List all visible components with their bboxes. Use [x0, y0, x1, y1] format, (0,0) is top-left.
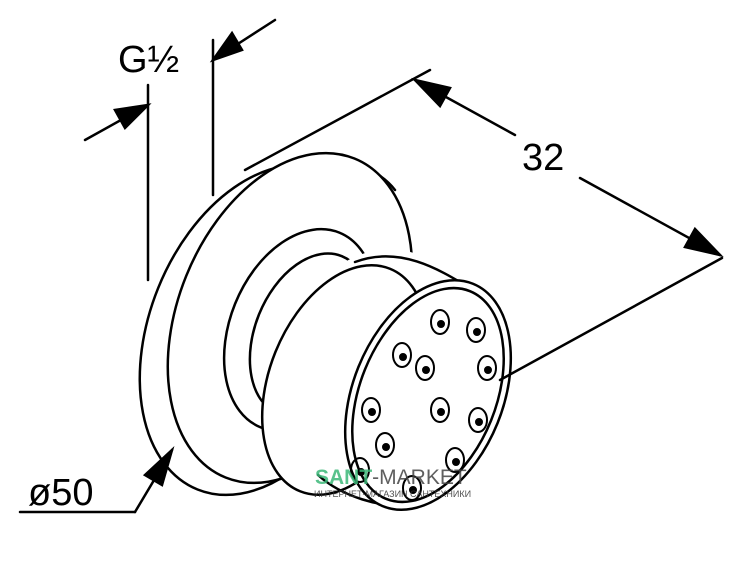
diameter-label: ø50	[28, 472, 93, 514]
watermark: SANT-MARKET ИНТЕРНЕТ-МАГАЗИН САНТЕХНИКИ	[314, 466, 471, 499]
thread-dimension	[83, 18, 277, 282]
spray-head	[260, 249, 513, 512]
thread-label: G½	[118, 39, 179, 81]
watermark-brand-a: SANT	[315, 466, 372, 489]
svg-text:SANT-MARKET: SANT-MARKET	[315, 466, 467, 489]
nozzles	[350, 309, 497, 501]
watermark-tagline: ИНТЕРНЕТ-МАГАЗИН САНТЕХНИКИ	[314, 489, 471, 499]
watermark-brand-b: -MARKET	[372, 466, 467, 489]
depth-label: 32	[522, 137, 564, 179]
diameter-dimension	[18, 446, 175, 514]
depth-dimension	[243, 68, 724, 382]
